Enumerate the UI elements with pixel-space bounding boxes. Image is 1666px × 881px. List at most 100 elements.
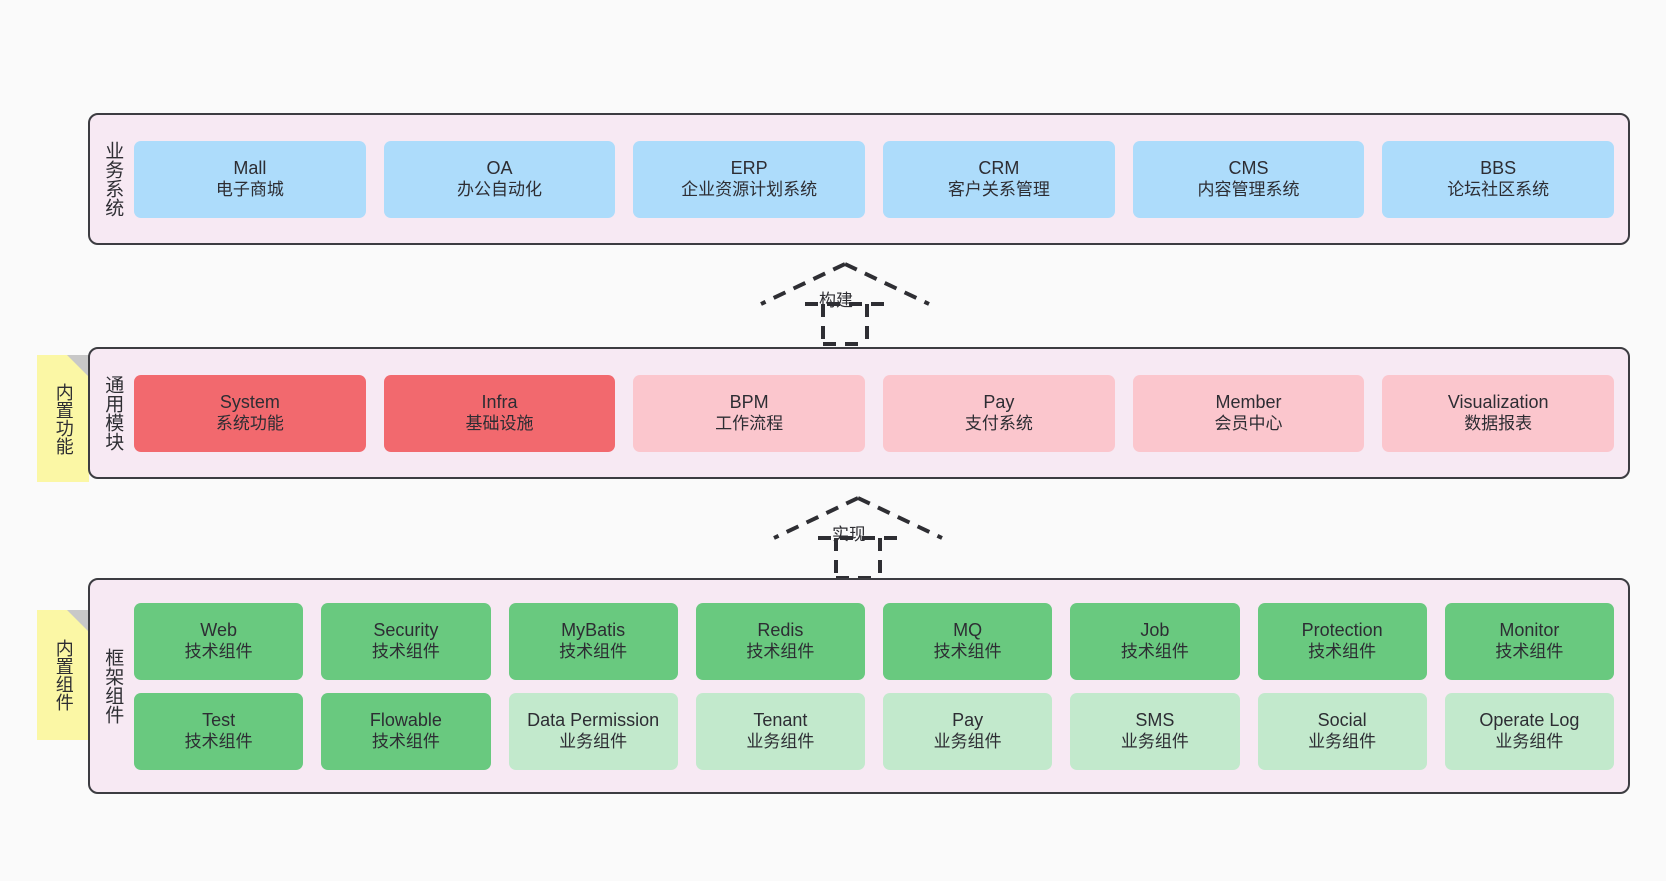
card-erp[interactable]: ERP 企业资源计划系统 [633, 140, 866, 218]
card-test[interactable]: Test 技术组件 [134, 692, 304, 770]
card-subtitle: 数据报表 [1464, 413, 1533, 433]
card-title: CMS [1228, 157, 1269, 178]
card-mq[interactable]: MQ 技术组件 [883, 602, 1053, 680]
folded-corner-icon [67, 610, 89, 632]
card-security[interactable]: Security 技术组件 [321, 602, 491, 680]
card-social[interactable]: Social 业务组件 [1257, 692, 1427, 770]
card-title: CRM [978, 157, 1020, 178]
card-title: Protection [1301, 619, 1383, 640]
layer-body-framework-components: Web 技术组件 Security 技术组件 MyBatis 技术组件 Redi… [134, 580, 1628, 792]
card-subtitle: 论坛社区系统 [1447, 179, 1550, 199]
layer-body-common-modules: System 系统功能 Infra 基础设施 BPM 工作流程 Pay 支付系统… [134, 349, 1628, 477]
card-subtitle: 技术组件 [184, 641, 253, 661]
card-subtitle: 办公自动化 [457, 179, 542, 199]
layer-framework-components[interactable]: 框架组件 Web 技术组件 Security 技术组件 MyBatis 技术组件… [88, 578, 1630, 794]
card-title: Job [1140, 619, 1170, 640]
arrowhead-left-edge [773, 496, 859, 540]
layer-label-framework-components: 框架组件 [102, 648, 124, 724]
arrowhead-right-edge [857, 496, 943, 540]
card-subtitle: 技术组件 [1308, 641, 1377, 661]
card-subtitle: 业务组件 [1308, 731, 1377, 751]
card-title: Infra [481, 391, 518, 412]
layer-label-common-modules: 通用模块 [102, 375, 124, 451]
arrowhead-right-edge [844, 262, 930, 306]
card-subtitle: 系统功能 [215, 413, 284, 433]
connector-build-label: 构建 [819, 291, 853, 310]
arrowhead-left-edge [760, 262, 846, 306]
card-row: System 系统功能 Infra 基础设施 BPM 工作流程 Pay 支付系统… [134, 374, 1615, 452]
card-subtitle: 电子商城 [215, 179, 284, 199]
card-row: Test 技术组件 Flowable 技术组件 Data Permission … [134, 692, 1614, 770]
card-bbs[interactable]: BBS 论坛社区系统 [1382, 140, 1615, 218]
card-subtitle: 技术组件 [1495, 641, 1564, 661]
sticky-note-label: 内置组件 [53, 639, 74, 711]
card-sms[interactable]: SMS 业务组件 [1070, 692, 1240, 770]
card-subtitle: 业务组件 [559, 731, 628, 751]
card-pay-module[interactable]: Pay 支付系统 [883, 374, 1115, 452]
layer-body-business-systems: Mall 电子商城 OA 办公自动化 ERP 企业资源计划系统 CRM 客户关系… [134, 115, 1628, 243]
card-subtitle: 技术组件 [933, 641, 1002, 661]
layer-business-systems[interactable]: 业务系统 Mall 电子商城 OA 办公自动化 ERP 企业资源计划系统 CRM… [88, 113, 1630, 245]
card-title: OA [486, 157, 513, 178]
sticky-note-builtin-features: 内置功能 [37, 355, 89, 482]
card-redis[interactable]: Redis 技术组件 [695, 602, 865, 680]
card-pay-component[interactable]: Pay 业务组件 [883, 692, 1053, 770]
card-title: Data Permission [527, 709, 660, 730]
card-crm[interactable]: CRM 客户关系管理 [883, 140, 1115, 218]
sticky-note-label: 内置功能 [53, 382, 74, 455]
card-operate-log[interactable]: Operate Log 业务组件 [1444, 692, 1614, 770]
folded-corner-icon [67, 355, 89, 377]
card-subtitle: 工作流程 [715, 413, 784, 433]
card-job[interactable]: Job 技术组件 [1070, 602, 1240, 680]
card-title: Test [202, 709, 236, 730]
card-system[interactable]: System 系统功能 [134, 374, 366, 452]
connector-build: 构建 [755, 258, 935, 346]
card-title: SMS [1135, 709, 1175, 730]
card-subtitle: 业务组件 [746, 731, 815, 751]
card-subtitle: 业务组件 [1120, 731, 1189, 751]
card-subtitle: 会员中心 [1214, 413, 1283, 433]
card-flowable[interactable]: Flowable 技术组件 [321, 692, 491, 770]
card-data-permission[interactable]: Data Permission 业务组件 [508, 692, 678, 770]
card-subtitle: 技术组件 [184, 731, 253, 751]
card-cms[interactable]: CMS 内容管理系统 [1132, 140, 1365, 218]
card-monitor[interactable]: Monitor 技术组件 [1444, 602, 1614, 680]
card-title: Pay [983, 391, 1015, 412]
card-title: Social [1317, 709, 1367, 730]
card-title: MQ [953, 619, 983, 640]
card-subtitle: 内容管理系统 [1197, 179, 1300, 199]
card-title: BBS [1480, 157, 1517, 178]
layer-common-modules[interactable]: 通用模块 System 系统功能 Infra 基础设施 BPM 工作流程 Pay… [88, 347, 1630, 479]
card-subtitle: 技术组件 [559, 641, 628, 661]
card-title: MyBatis [561, 619, 626, 640]
card-title: Pay [952, 709, 984, 730]
card-member[interactable]: Member 会员中心 [1132, 374, 1365, 452]
card-tenant[interactable]: Tenant 业务组件 [695, 692, 865, 770]
connector-implement-label: 实现 [832, 525, 866, 544]
card-subtitle: 技术组件 [371, 641, 440, 661]
card-title: ERP [730, 157, 768, 178]
card-subtitle: 技术组件 [371, 731, 440, 751]
card-oa[interactable]: OA 办公自动化 [383, 140, 616, 218]
card-title: Mall [233, 157, 267, 178]
card-subtitle: 业务组件 [933, 731, 1002, 751]
card-subtitle: 业务组件 [1495, 731, 1564, 751]
connector-implement: 实现 [768, 492, 948, 580]
card-infra[interactable]: Infra 基础设施 [383, 374, 616, 452]
card-visualization[interactable]: Visualization 数据报表 [1382, 374, 1615, 452]
card-title: Monitor [1499, 619, 1560, 640]
card-title: Security [373, 619, 439, 640]
card-subtitle: 基础设施 [465, 413, 534, 433]
card-bpm[interactable]: BPM 工作流程 [633, 374, 866, 452]
card-title: Web [200, 619, 237, 640]
card-subtitle: 技术组件 [1120, 641, 1189, 661]
card-row: Mall 电子商城 OA 办公自动化 ERP 企业资源计划系统 CRM 客户关系… [134, 140, 1615, 218]
card-title: Flowable [369, 709, 442, 730]
card-web[interactable]: Web 技术组件 [134, 602, 304, 680]
card-protection[interactable]: Protection 技术组件 [1257, 602, 1427, 680]
card-mall[interactable]: Mall 电子商城 [134, 140, 366, 218]
card-mybatis[interactable]: MyBatis 技术组件 [508, 602, 678, 680]
card-row: Web 技术组件 Security 技术组件 MyBatis 技术组件 Redi… [134, 602, 1614, 680]
card-subtitle: 技术组件 [746, 641, 815, 661]
